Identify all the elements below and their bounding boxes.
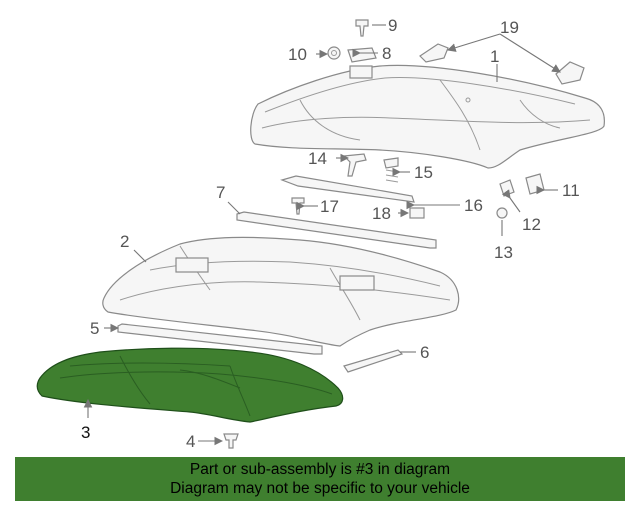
callout-19: 19 (500, 18, 519, 37)
part-12-clip (499, 179, 515, 197)
callout-5: 5 (90, 319, 99, 338)
callout-10: 10 (288, 45, 307, 64)
part-6-trim (343, 349, 404, 373)
callout-3: 3 (81, 423, 90, 442)
callout-labels: 1 2 3 4 5 6 7 8 9 10 11 12 13 14 15 16 1… (81, 16, 580, 451)
footer-line-1: Part or sub-assembly is #3 in diagram (189, 461, 451, 478)
part-11-latch (525, 173, 545, 195)
callout-6: 6 (420, 343, 429, 362)
part-16-rod (280, 175, 415, 203)
part-10-nut (327, 46, 341, 60)
part-2-headliner-panel (102, 236, 460, 347)
callout-18: 18 (372, 204, 391, 223)
callout-2: 2 (120, 232, 129, 251)
part-1-hardtop-panel (250, 64, 605, 169)
part-4-push-pin (223, 433, 239, 449)
callout-15: 15 (414, 163, 433, 182)
part-14-bracket (342, 153, 367, 177)
part-8-bracket (347, 47, 377, 63)
leader-lines (83, 24, 561, 446)
callout-1: 1 (490, 47, 499, 66)
part-18-block (409, 207, 425, 219)
parts-diagram: 1 2 3 4 5 6 7 8 9 10 11 12 13 14 15 16 1… (36, 16, 605, 451)
part-9-screw (355, 19, 369, 37)
callout-17: 17 (320, 197, 339, 216)
part-17-screw (291, 197, 305, 215)
callout-8: 8 (382, 44, 391, 63)
callout-9: 9 (388, 16, 397, 35)
callout-7: 7 (216, 183, 225, 202)
callout-13: 13 (494, 243, 513, 262)
part-13-rivet (496, 207, 508, 219)
part-19-clips (419, 43, 585, 85)
part-7-weatherstrip (236, 211, 437, 249)
callout-4: 4 (186, 432, 195, 451)
footer-line-2: Diagram may not be specific to your vehi… (170, 480, 470, 497)
callout-11: 11 (562, 181, 580, 200)
callout-16: 16 (464, 196, 483, 215)
callout-14: 14 (308, 149, 327, 168)
callout-12: 12 (522, 215, 541, 234)
part-15-spring (383, 157, 399, 183)
part-3-insulation-pad (36, 347, 344, 423)
footer-banner: Part or sub-assembly is #3 in diagram Di… (15, 457, 625, 501)
